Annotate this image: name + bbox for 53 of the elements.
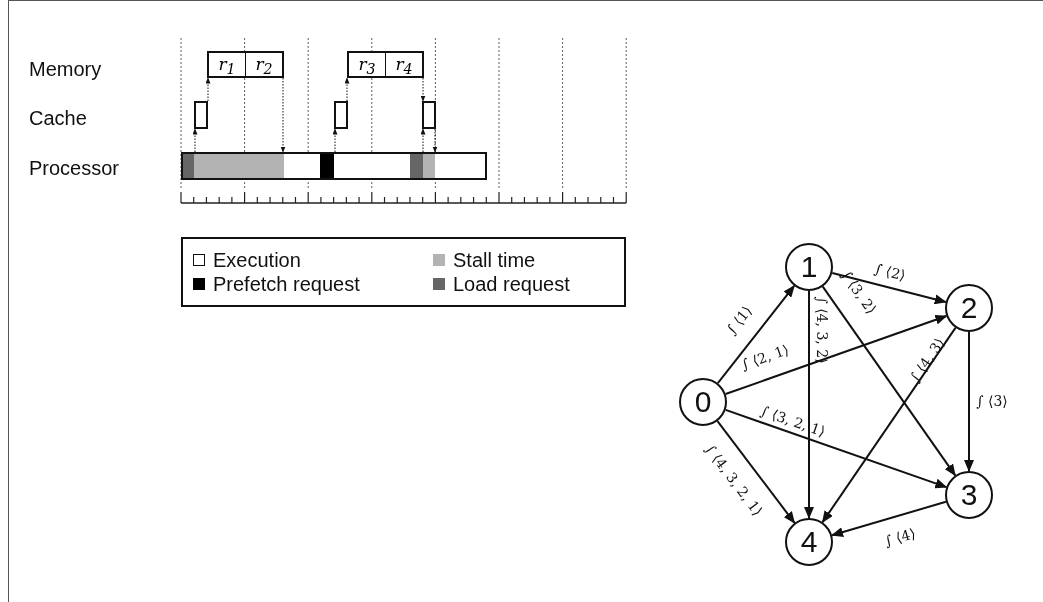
arrow: [831, 271, 947, 305]
memory-request-box: [347, 51, 424, 78]
legend-text: Prefetch request: [213, 273, 360, 295]
edge-label: ∫ ⟨4, 3, 2⟩: [814, 296, 830, 364]
row-label: Processor: [29, 156, 120, 180]
legend-text: Stall time: [453, 249, 536, 271]
request-label: r$_{2}$: [245, 53, 282, 76]
processor-timeline-drawing: [181, 152, 487, 180]
arrow: [716, 284, 796, 385]
arrow: [724, 408, 948, 489]
edge-label: ∫ ⟨4⟩: [882, 524, 918, 550]
arrow: [804, 290, 814, 519]
state-number: 2: [960, 293, 978, 323]
cache-access-box: [334, 101, 348, 129]
state-number: 3: [960, 480, 978, 510]
row-label: Memory: [29, 57, 102, 81]
state-number: 4: [800, 527, 818, 557]
request-label: r$_{3}$: [357, 53, 377, 76]
arrow: [821, 326, 957, 524]
edge-label: ∫ ⟨2⟩: [872, 260, 908, 284]
legend-text: Load request: [453, 273, 570, 295]
state-circle: [945, 284, 993, 332]
memory-request-box: [207, 51, 284, 78]
dotted-arrow: [332, 128, 338, 153]
dotted-arrow: [205, 77, 211, 102]
arrow: [716, 420, 796, 524]
arrow: [821, 285, 957, 477]
edge-label: ∫ ⟨4, 3, 2, 1⟩: [702, 441, 766, 519]
dotted-arrow: [344, 77, 350, 102]
legend-text: Execution: [213, 249, 301, 271]
request-label: r$_{4}$: [385, 53, 422, 76]
dotted-arrow: [420, 77, 426, 102]
dotted-arrow: [432, 128, 438, 153]
state-number: 1: [800, 252, 818, 282]
state-circle: [785, 243, 833, 291]
arrow: [724, 314, 948, 395]
dotted-arrow: [280, 77, 286, 153]
arrow: [964, 331, 974, 472]
arrow: [831, 500, 947, 537]
state-number: 0: [694, 387, 712, 417]
dotted-arrow: [420, 128, 426, 153]
edge-label: ∫ ⟨3, 2, 1⟩: [758, 402, 828, 440]
request-label: r$_{1}$: [217, 53, 237, 76]
edge-label: ∫ ⟨1⟩: [723, 302, 755, 338]
dotted-arrow: [192, 128, 198, 153]
state-circle: [945, 471, 993, 519]
edge-label: ∫ ⟨3⟩: [976, 393, 1008, 409]
state-circle: [785, 518, 833, 566]
state-circle: [679, 378, 727, 426]
edge-label: ∫ ⟨2, 1⟩: [739, 341, 791, 373]
cache-access-box: [194, 101, 208, 129]
row-label: Cache: [29, 106, 87, 130]
cache-access-box: [422, 101, 436, 129]
